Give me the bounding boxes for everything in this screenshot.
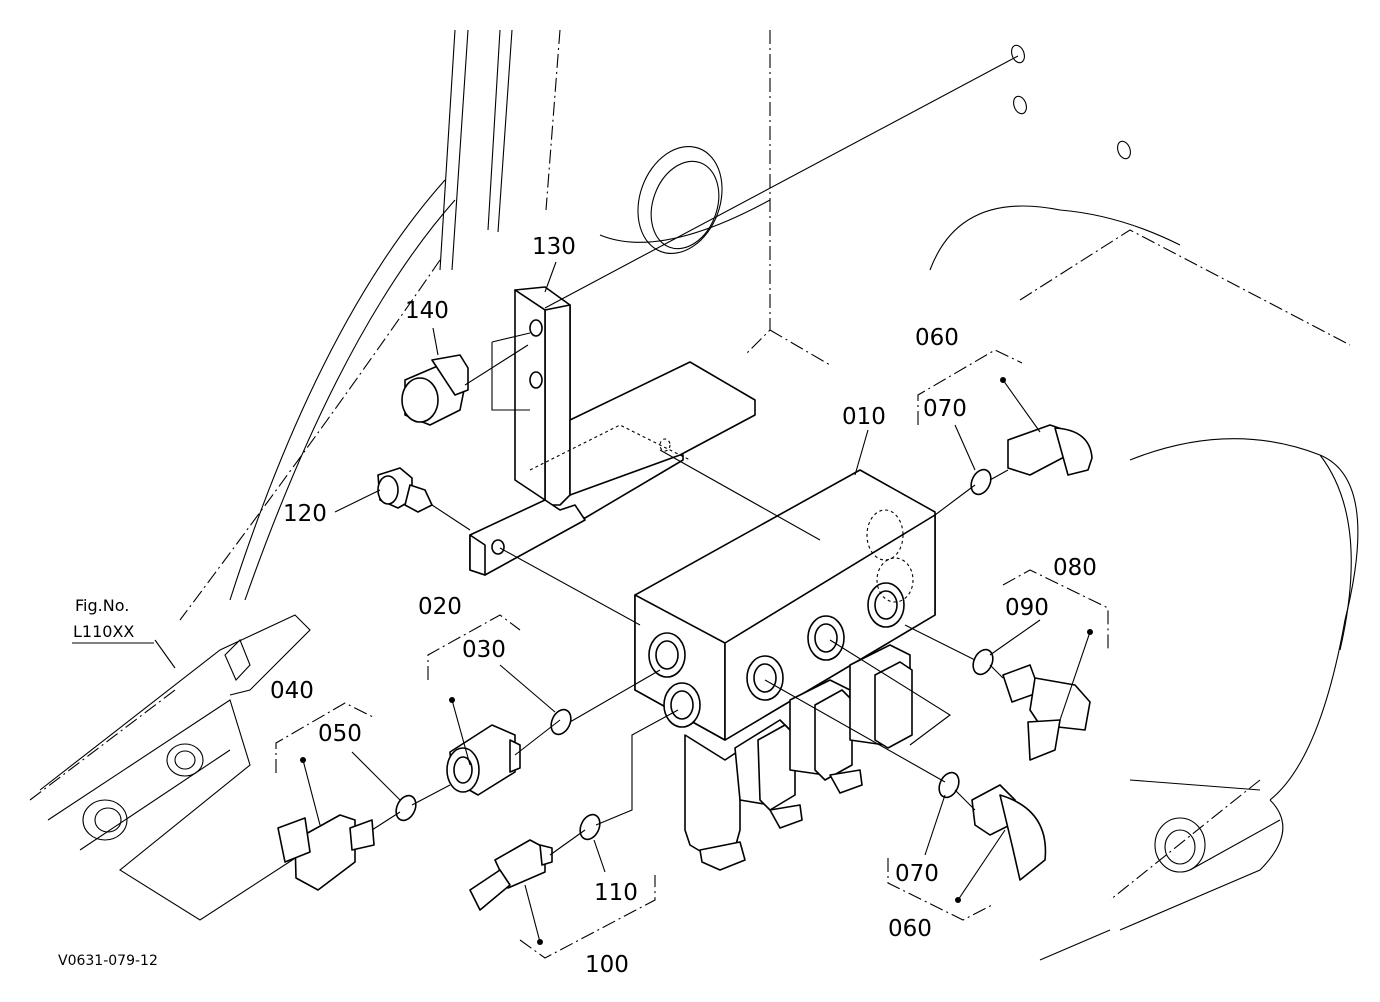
elbow-fitting-080 — [1002, 664, 1091, 761]
fitting-120 — [377, 467, 433, 513]
straight-fitting-020 — [446, 724, 521, 796]
callout-090: 090 — [1005, 595, 1049, 621]
callout-060-bottom: 060 — [888, 916, 932, 942]
group-brackets — [275, 349, 1109, 959]
valve-block-010 — [634, 469, 936, 741]
callout-080: 080 — [1053, 555, 1097, 581]
assembly-lines — [371, 55, 1019, 856]
callout-020: 020 — [418, 594, 462, 620]
elbow-fitting-100 — [469, 839, 553, 911]
fig-no-value: L110XX — [73, 622, 134, 641]
drawing-code: V0631-079-12 — [58, 953, 158, 969]
callout-060-top: 060 — [915, 325, 959, 351]
solenoid-assembly — [684, 644, 913, 871]
o-rings — [395, 468, 994, 841]
callout-070-top: 070 — [923, 396, 967, 422]
callout-140: 140 — [405, 298, 449, 324]
callout-120: 120 — [283, 501, 327, 527]
callout-030: 030 — [462, 637, 506, 663]
callout-010: 010 — [842, 404, 886, 430]
bolt-140 — [401, 354, 469, 426]
callout-070-bottom: 070 — [895, 861, 939, 887]
callout-130: 130 — [532, 234, 576, 260]
mounting-bracket-130 — [469, 286, 832, 576]
callout-110: 110 — [594, 880, 638, 906]
elbow-fitting-040 — [277, 814, 375, 891]
elbow-fitting-060-top — [1007, 424, 1093, 476]
callout-040: 040 — [270, 678, 314, 704]
figure-reference: Fig.No. L110XX V0631-079-12 — [58, 596, 158, 969]
fig-no-label: Fig.No. — [75, 596, 129, 615]
callout-labels: 130 140 120 010 060 070 080 090 020 030 … — [270, 234, 1097, 978]
callout-leaders — [154, 261, 1093, 945]
background-frame — [29, 29, 1359, 961]
callout-050: 050 — [318, 721, 362, 747]
elbow-fitting-060-bottom — [971, 784, 1047, 881]
callout-100: 100 — [585, 952, 629, 978]
